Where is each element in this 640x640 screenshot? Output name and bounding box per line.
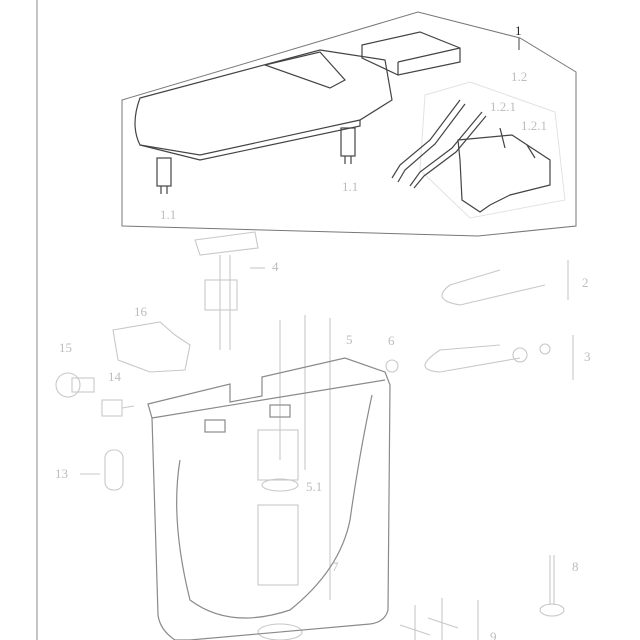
- callout-1: 1: [515, 23, 522, 38]
- callout-14: 14: [108, 369, 121, 384]
- callout-9: 9: [490, 629, 497, 640]
- callout-1-2-1-b: 1.2.1: [521, 118, 547, 133]
- bolt-8: [539, 555, 565, 617]
- callout-5: 5: [346, 332, 353, 347]
- elbow-14: [101, 399, 135, 417]
- assembly-outline: [121, 11, 577, 237]
- fill-valve: [194, 231, 265, 350]
- clip-left: [156, 157, 172, 194]
- plate-13: [80, 449, 124, 491]
- button-plate: [361, 31, 461, 76]
- callout-8: 8: [572, 559, 579, 574]
- callout-4: 4: [272, 259, 279, 274]
- callout-1-2-1-a: 1.2.1: [490, 99, 516, 114]
- bracket-16: [112, 321, 191, 373]
- hose-2: [441, 260, 569, 306]
- callout-1-1-left: 1.1: [160, 207, 177, 222]
- hose-3: [424, 335, 574, 380]
- actuator-rods: [391, 99, 487, 189]
- callout-1-2: 1.2: [511, 69, 528, 84]
- callout-13: 13: [55, 466, 68, 481]
- callout-15: 15: [59, 340, 72, 355]
- callout-7: 7: [332, 559, 339, 574]
- callout-3: 3: [584, 349, 591, 364]
- lever-mechanism: [457, 127, 551, 213]
- cistern-lid: [134, 49, 393, 161]
- callout-2: 2: [582, 275, 589, 290]
- callout-16: 16: [134, 304, 147, 319]
- mechanism-outline: [419, 81, 566, 219]
- callout-6: 6: [388, 333, 395, 348]
- cap-15: [55, 372, 95, 398]
- callout-5-1: 5.1: [306, 479, 323, 494]
- callout-1-1-right: 1.1: [342, 179, 359, 194]
- nut-6: [385, 359, 399, 373]
- cistern-body: [147, 357, 391, 640]
- clip-right: [340, 127, 356, 164]
- fixings-9: [399, 598, 479, 640]
